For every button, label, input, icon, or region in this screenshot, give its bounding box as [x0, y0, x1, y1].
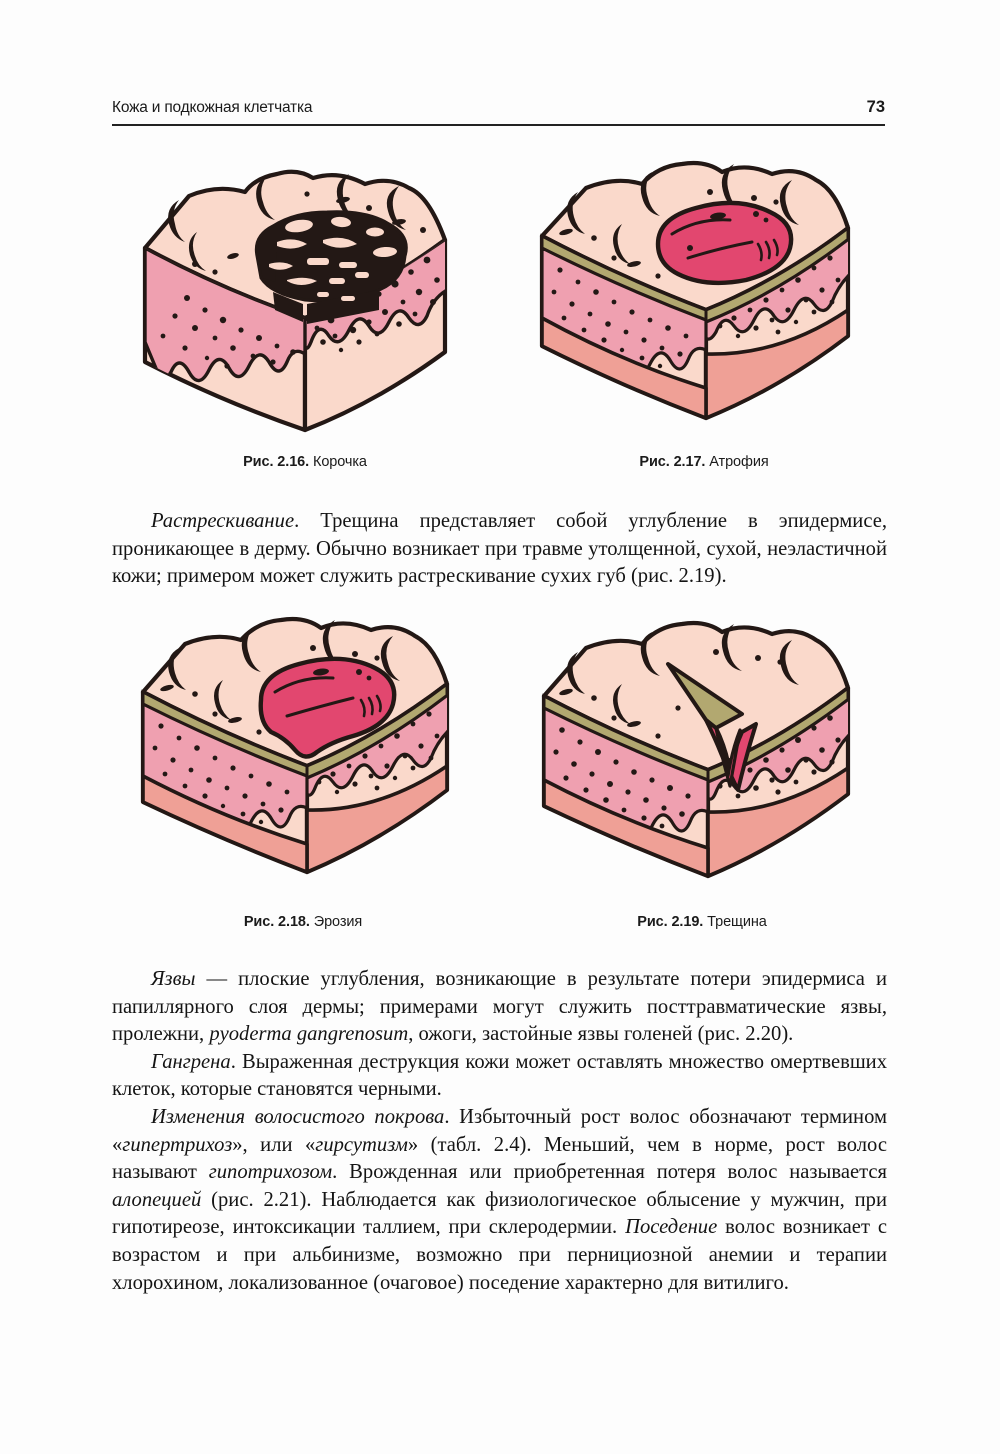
crust-skin-block-diagram — [127, 140, 467, 450]
figure-title: Атрофия — [709, 454, 769, 470]
paragraph-ulcers-part1: — плоские углубления, возникающие в резу… — [112, 968, 887, 1046]
figure-caption-fissure: Рис. 2.19. Трещина — [637, 914, 767, 930]
figure-caption-crust: Рис. 2.16. Корочка — [243, 454, 367, 470]
paragraph-block-top: Растрескивание. Трещина представляет соб… — [112, 508, 887, 591]
paragraph-hair-changes: Изменения волосистого покрова. Избыточны… — [112, 1104, 887, 1297]
erosion-subcutis-left — [141, 774, 309, 874]
term-hirsutism: гирсутизм — [315, 1133, 408, 1156]
erosion-subcutis-right — [305, 764, 449, 874]
running-head-title: Кожа и подкожная клетчатка — [112, 99, 313, 116]
term-ulcers: Язвы — [151, 968, 196, 990]
atrophy-lesion — [655, 200, 794, 286]
atrophy-skin-block-diagram — [530, 140, 870, 450]
atrophy-dermis-right — [706, 236, 848, 341]
paragraph-hair-part1: . Избыточный рост волос обозначают терми… — [112, 1105, 888, 1156]
paragraph-hair-part4: . Врожденная или приобретенная потеря во… — [332, 1161, 887, 1184]
page-number: 73 — [866, 98, 885, 116]
paragraph-fissuring-text: . Трещина представляет собой углубление … — [112, 510, 887, 588]
paragraph-gangrene-text: . Выраженная деструкция кожи может остав… — [112, 1050, 887, 1101]
figure-caption-atrophy: Рис. 2.17. Атрофия — [639, 454, 768, 470]
paragraph-gangrene: Гангрена. Выраженная деструкция кожи мож… — [112, 1049, 887, 1104]
paragraph-hair-part3: » (табл. 2.4). Меньший, чем в норме, рос… — [112, 1133, 888, 1184]
term-pyoderma-gangrenosum: pyoderma gangrenosum — [209, 1023, 409, 1046]
fissure-cleft — [666, 662, 758, 792]
figure-title: Трещина — [707, 914, 767, 930]
crust-lesion — [254, 210, 408, 324]
paragraph-hair-part5: (рис. 2.21). Наблюдается как физиологиче… — [112, 1188, 887, 1239]
erosion-skin-block-diagram — [127, 600, 467, 910]
figure-crust: Рис. 2.16. Корочка — [112, 140, 482, 470]
figure-number: Рис. 2.19. — [637, 914, 704, 930]
term-gangrene: Гангрена — [151, 1050, 231, 1073]
term-hypertrichosis: гипертрихоз — [122, 1133, 233, 1156]
erosion-lesion — [258, 656, 397, 759]
fissure-skin-block-diagram — [530, 600, 870, 910]
figure-row-bottom: Рис. 2.18. Эрозия — [112, 600, 885, 930]
hair-glyphs — [567, 624, 799, 724]
header-rule — [112, 124, 885, 127]
erosion-dermis-right — [307, 692, 447, 797]
figure-row-top: Рис. 2.16. Корочка — [112, 140, 885, 470]
skin-pores — [559, 649, 783, 739]
crust-highlights — [269, 216, 397, 301]
paragraph-hair-part6: волос возникает с возрастом и при альбин… — [112, 1216, 888, 1294]
fissure-cleft-core — [714, 726, 742, 788]
figure-title: Эрозия — [313, 914, 363, 930]
paragraph-ulcers-part2: , ожоги, застойные язвы голеней (рис. 2.… — [408, 1023, 794, 1046]
paragraph-hair-part2: », или « — [232, 1133, 316, 1156]
paragraph-fissuring: Растрескивание. Трещина представляет соб… — [112, 508, 887, 591]
hair-glyphs — [168, 620, 400, 720]
term-fissuring: Растрескивание — [151, 510, 295, 532]
crust-front-dermis — [145, 248, 305, 383]
figure-erosion: Рис. 2.18. Эрозия — [112, 600, 482, 930]
atrophy-subcutis-right — [704, 308, 850, 420]
term-hypotrichosis: гипотрихозом — [208, 1161, 333, 1184]
hair-glyphs — [567, 164, 799, 264]
fissure-subcutis-left — [542, 778, 710, 878]
figure-fissure: Рис. 2.19. Трещина — [515, 600, 885, 930]
term-alopecia: алопецией — [112, 1188, 202, 1211]
figure-title: Корочка — [313, 454, 367, 470]
skin-pores — [160, 645, 380, 735]
figure-caption-erosion: Рис. 2.18. Эрозия — [244, 914, 362, 930]
paragraph-block-bottom: Язвы — плоские углубления, возникающие в… — [112, 966, 887, 1297]
figure-number: Рис. 2.18. — [243, 914, 310, 930]
term-graying: Поседение — [625, 1216, 718, 1239]
running-head: Кожа и подкожная клетчатка 73 — [112, 98, 885, 117]
figure-number: Рис. 2.17. — [639, 454, 706, 470]
atrophy-subcutis-left — [540, 316, 708, 420]
term-hair-changes: Изменения волосистого покрова — [151, 1105, 445, 1128]
paragraph-ulcers: Язвы — плоские углубления, возникающие в… — [112, 966, 887, 1049]
figure-atrophy: Рис. 2.17. Атрофия — [515, 140, 885, 470]
hair-glyphs — [168, 174, 406, 271]
fissure-subcutis-right — [706, 766, 850, 878]
figure-number: Рис. 2.16. — [243, 454, 310, 470]
